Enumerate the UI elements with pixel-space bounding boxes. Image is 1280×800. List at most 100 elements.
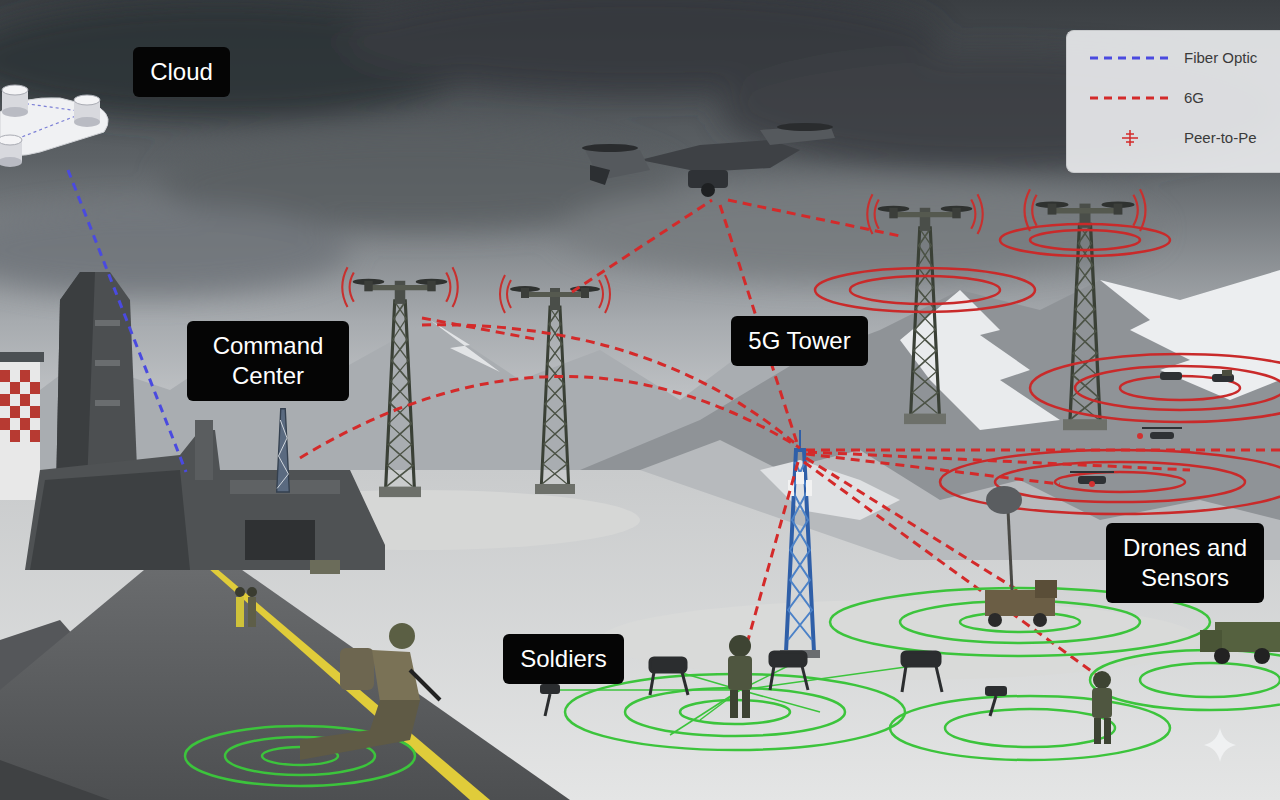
- 6g-links-part: [808, 452, 1190, 470]
- legend-swatch: [1088, 88, 1172, 108]
- mountains-part: [760, 460, 900, 520]
- big-drone: [582, 123, 835, 197]
- 5g-tower-part: [796, 472, 804, 484]
- soldiers-part: [742, 690, 750, 718]
- ground-vehicles-part: [1035, 580, 1057, 598]
- tower-label: 5G Tower: [731, 316, 868, 366]
- legend-text: Fiber Optic: [1184, 49, 1257, 66]
- robot-dogs-part: [650, 652, 942, 695]
- road: [0, 565, 570, 800]
- small-drones-part: [1089, 481, 1095, 487]
- 6g-links-part: [728, 200, 900, 236]
- robot-dogs-part: [770, 666, 774, 690]
- command-center-part: [0, 352, 44, 362]
- green-peer-rings-part: [945, 709, 1115, 747]
- robot-dogs-part: [802, 666, 808, 690]
- ground-vehicles-part: [988, 613, 1002, 627]
- small-drones-part: [1222, 370, 1232, 376]
- ground-vehicles-part: [1033, 613, 1047, 627]
- watermark-star-part: [1204, 728, 1236, 762]
- legend-sample: [1090, 97, 1168, 100]
- 6g-links-part: [422, 318, 540, 340]
- green-peer-rings-part: [700, 690, 740, 720]
- soldiers-part: [1092, 688, 1112, 718]
- road-part: [208, 568, 490, 800]
- sensor-turrets-part: [545, 694, 550, 716]
- 6g-links: [300, 200, 1280, 676]
- soldiers-part: [1104, 718, 1111, 744]
- red-signal-rings-part: [1030, 230, 1140, 250]
- cloud-icon-part: [0, 157, 22, 167]
- signal-towers-part: [277, 409, 290, 492]
- 6g-links-part: [804, 462, 1098, 676]
- legend-sample: [1122, 130, 1138, 146]
- big-drone-part: [701, 183, 715, 197]
- cloud-icon-part: [2, 107, 28, 117]
- small-drones-part: [1137, 433, 1143, 439]
- command-center-part: [30, 470, 190, 570]
- soldiers-label: Soldiers: [503, 634, 624, 684]
- watermark-star: [1204, 728, 1236, 762]
- soldiers-part: [1093, 671, 1111, 689]
- label-text: Command Center: [203, 331, 333, 391]
- 6g-links-part: [806, 449, 1280, 452]
- red-signal-rings-part: [1055, 472, 1185, 492]
- fiber-optic-link-part: [68, 170, 186, 472]
- green-peer-rings-part: [1140, 663, 1280, 697]
- ground-vehicles-part: [1215, 622, 1280, 652]
- 5g-tower-part: [786, 450, 814, 652]
- soldiers-part: [410, 670, 440, 700]
- mountains-part: [1100, 270, 1280, 400]
- sensor-turrets-part: [985, 686, 1007, 696]
- red-signal-rings-part: [815, 268, 1035, 312]
- 5g-tower-part: [806, 480, 812, 496]
- soldiers-part: [728, 656, 752, 690]
- signal-towers-part: [277, 409, 290, 492]
- green-peer-rings-part: [740, 690, 820, 712]
- legend-text: 6G: [1184, 89, 1204, 106]
- small-drones-part: [1150, 432, 1174, 439]
- signal-towers-part: [867, 194, 983, 424]
- red-signal-rings-part: [1075, 366, 1280, 410]
- ground-vehicles-part: [1214, 648, 1230, 664]
- green-peer-rings-part: [625, 688, 845, 736]
- green-peer-rings-part: [185, 588, 1280, 786]
- legend-sample: [1090, 57, 1168, 60]
- command-center-part: [235, 587, 245, 597]
- robot-dogs-part: [902, 666, 906, 692]
- legend-text: Peer-to-Pe: [1184, 129, 1257, 146]
- cloud-icon-part: [74, 117, 100, 127]
- signal-towers-part: [342, 267, 458, 497]
- sky-part: [560, 180, 1160, 280]
- 6g-links-part: [300, 200, 1280, 676]
- ground-vehicles: [985, 486, 1280, 664]
- small-drones-part: [1142, 427, 1182, 429]
- cloud-icon-part: [74, 95, 100, 105]
- 5g-tower-part: [788, 462, 812, 640]
- soldiers-part: [340, 648, 374, 690]
- big-drone-part: [640, 140, 800, 172]
- robot-dogs-part: [650, 658, 686, 672]
- small-drones-part: [1160, 372, 1182, 380]
- signal-towers-part: [500, 275, 610, 494]
- command-center-part: [236, 597, 244, 627]
- big-drone-part: [777, 123, 833, 131]
- command-center: [0, 272, 385, 627]
- signal-towers-part: [277, 420, 288, 488]
- red-signal-rings-part: [1000, 224, 1170, 256]
- red-signal-rings-part: [815, 224, 1280, 514]
- label-text: 5G Tower: [747, 326, 852, 356]
- 5g-tower: [780, 430, 820, 658]
- 6g-links-part: [748, 462, 798, 640]
- fiber-optic-link: [68, 170, 186, 472]
- small-drones-part: [1070, 471, 1114, 473]
- command-center-part: [95, 360, 120, 366]
- green-peer-rings-part: [740, 665, 920, 690]
- red-signal-rings: [815, 224, 1280, 514]
- robot-dogs-part: [902, 652, 940, 666]
- label-text: Soldiers: [519, 644, 608, 674]
- sky-part: [0, 205, 350, 295]
- cloud-icon-part: [0, 135, 22, 145]
- sensor-turrets-part: [540, 684, 560, 694]
- robot-dogs-part: [936, 666, 942, 692]
